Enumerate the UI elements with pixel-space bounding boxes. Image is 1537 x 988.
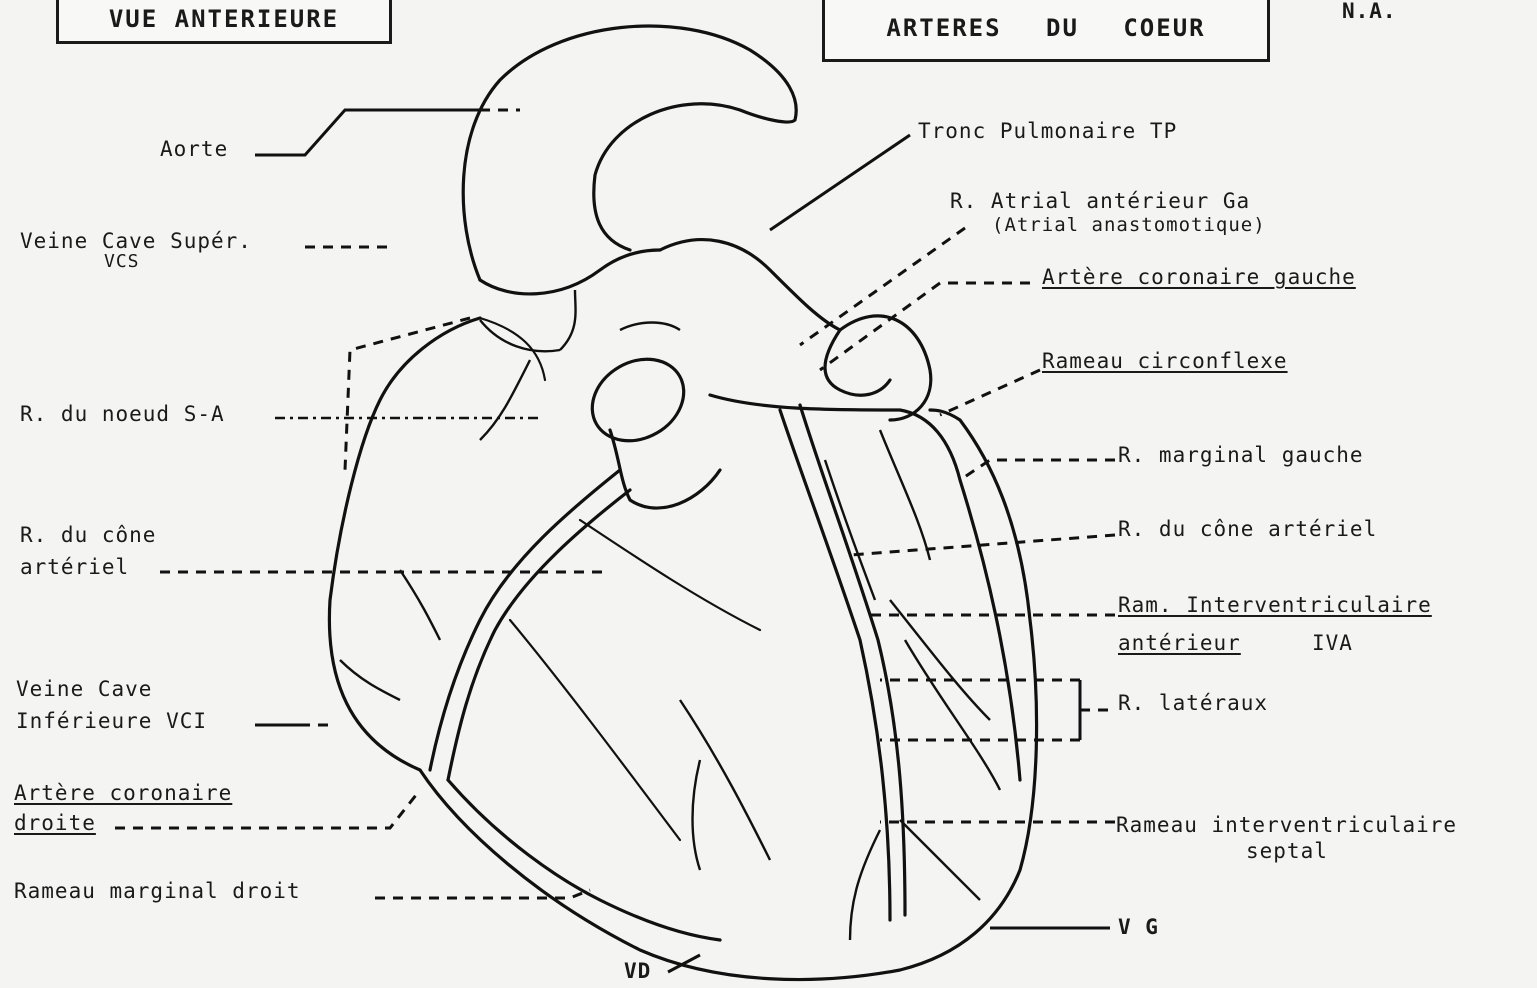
aorta-root [480, 250, 660, 294]
label-aorte: Aorte [160, 138, 228, 161]
heart-outline [329, 26, 1036, 980]
label-cone-1: R. du cône [20, 524, 156, 547]
rca-lower [448, 780, 720, 940]
label-acd-1: Artère coronaire [14, 782, 232, 805]
label-vcs-2: VCS [104, 252, 140, 272]
label-septal-2: septal [1246, 840, 1328, 863]
right-atrium [329, 318, 480, 770]
label-vci-1: Veine Cave [16, 678, 152, 701]
label-acg: Artère coronaire gauche [1042, 266, 1356, 289]
label-septal-1: Rameau interventriculaire [1116, 814, 1457, 837]
label-cone-arteriel: R. du cône artériel [1118, 518, 1377, 541]
label-atrial-1: R. Atrial antérieur Ga [950, 190, 1250, 213]
label-marginal-gauche: R. marginal gauche [1118, 444, 1364, 467]
label-lateraux: R. latéraux [1118, 692, 1268, 715]
aortic-arch [463, 26, 796, 280]
pulmonary-trunk [660, 240, 931, 420]
label-vcs-1: Veine Cave Supér. [20, 230, 252, 253]
right-marginal [510, 620, 680, 840]
circumflex [710, 395, 1020, 780]
conus-branch [580, 520, 760, 630]
label-atrial-2: (Atrial anastomotique) [992, 215, 1266, 236]
rca-outer [430, 470, 620, 770]
label-tronc-pulm: Tronc Pulmonaire TP [918, 120, 1177, 143]
label-vci-2: Inférieure VCI [16, 710, 207, 733]
label-noeud-sa: R. du noeud S-A [20, 403, 225, 426]
label-iva-1: Ram. Interventriculaire [1118, 594, 1432, 617]
right-atrium-inner [480, 318, 545, 380]
leader-lines [115, 110, 1115, 972]
label-vg: V G [1118, 916, 1159, 939]
aortic-ring [577, 343, 698, 457]
label-marginal-droit: Rameau marginal droit [14, 880, 301, 903]
minor-vessels [340, 290, 1000, 940]
left-auricle [825, 330, 890, 395]
label-iva-2: antérieur [1118, 632, 1241, 655]
label-cone-2: artériel [20, 556, 129, 579]
ventricle-outline [420, 410, 1037, 980]
lad-inner [800, 405, 905, 915]
label-iva-abbr: IVA [1312, 632, 1353, 655]
label-circonflexe: Rameau circonflexe [1042, 350, 1288, 373]
label-vd: VD [624, 960, 651, 983]
label-acd-2: droite [14, 812, 96, 835]
